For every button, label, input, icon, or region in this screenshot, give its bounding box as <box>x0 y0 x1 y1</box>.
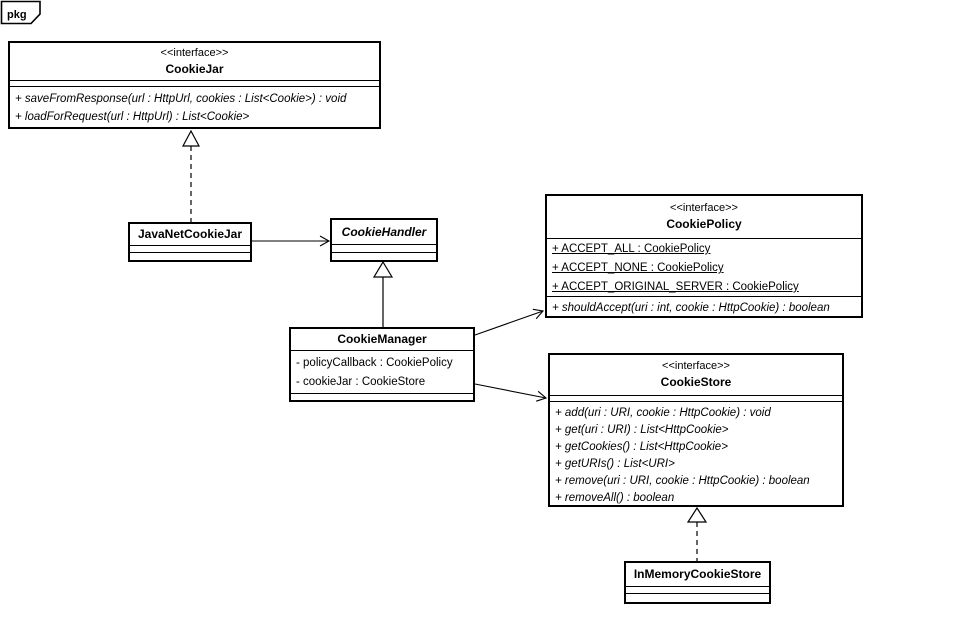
attributes-compartment <box>626 586 769 593</box>
methods-compartment: + saveFromResponse(url : HttpUrl, cookie… <box>10 86 379 126</box>
methods-compartment <box>332 252 436 260</box>
class-name: CookieHandler <box>341 225 427 239</box>
class-box-cookiemanager[interactable]: CookieManager - policyCallback : CookieP… <box>289 327 475 402</box>
attributes-compartment: + ACCEPT_ALL : CookiePolicy + ACCEPT_NON… <box>547 238 861 296</box>
class-box-cookiepolicy[interactable]: <<interface>> CookiePolicy + ACCEPT_ALL … <box>545 194 863 318</box>
method-row: + getCookies() : List<HttpCookie> <box>555 441 728 453</box>
realization-inmemorycookiestore-cookiestore <box>686 506 708 561</box>
class-name: CookiePolicy <box>666 217 742 231</box>
attribute-row: - policyCallback : CookiePolicy <box>296 357 453 369</box>
attribute-row: + ACCEPT_NONE : CookiePolicy <box>552 262 724 274</box>
class-box-inmemorycookiestore[interactable]: InMemoryCookieStore <box>624 561 771 604</box>
methods-compartment <box>291 393 473 394</box>
method-row: + saveFromResponse(url : HttpUrl, cookie… <box>15 93 347 105</box>
method-row: + add(uri : URI, cookie : HttpCookie) : … <box>555 407 771 419</box>
hollow-triangle-icon <box>686 506 708 523</box>
methods-compartment <box>130 252 250 260</box>
attribute-row: + ACCEPT_ORIGINAL_SERVER : CookiePolicy <box>552 281 799 293</box>
stereotype-label: <<interface>> <box>160 47 229 59</box>
method-row: + loadForRequest(url : HttpUrl) : List<C… <box>15 111 250 123</box>
association-cookiemanager-cookiestore <box>474 383 548 402</box>
class-name: CookieStore <box>660 375 732 389</box>
class-box-cookiehandler[interactable]: CookieHandler <box>330 218 438 262</box>
attributes-compartment <box>10 80 379 86</box>
methods-compartment: + shouldAccept(uri : int, cookie : HttpC… <box>547 296 861 319</box>
attributes-compartment <box>550 395 842 401</box>
method-row: + removeAll() : boolean <box>555 492 675 504</box>
attributes-compartment <box>332 244 436 252</box>
package-frame-tab: pkg <box>0 0 41 25</box>
stereotype-label: <<interface>> <box>662 360 730 372</box>
realization-javanetcookiejar-cookiejar <box>182 129 200 222</box>
generalization-cookiemanager-cookiehandler <box>372 260 394 327</box>
association-cookiemanager-cookiepolicy <box>474 308 545 336</box>
class-name: InMemoryCookieStore <box>633 567 762 581</box>
class-box-javanetcookiejar[interactable]: JavaNetCookieJar <box>128 222 252 262</box>
hollow-triangle-icon <box>182 129 200 147</box>
attributes-compartment <box>130 245 250 252</box>
class-name: JavaNetCookieJar <box>137 227 243 241</box>
class-name: CookieManager <box>337 332 427 346</box>
hollow-triangle-icon <box>372 260 394 278</box>
methods-compartment: + add(uri : URI, cookie : HttpCookie) : … <box>550 401 842 507</box>
attributes-compartment: - policyCallback : CookiePolicy - cookie… <box>291 350 473 393</box>
method-row: + getURIs() : List<URI> <box>555 458 675 470</box>
method-row: + get(uri : URI) : List<HttpCookie> <box>555 424 729 436</box>
class-box-cookiejar[interactable]: <<interface>> CookieJar + saveFromRespon… <box>8 41 381 129</box>
package-tab-label: pkg <box>7 9 27 21</box>
attribute-row: + ACCEPT_ALL : CookiePolicy <box>552 243 711 255</box>
attribute-row: - cookieJar : CookieStore <box>296 376 426 388</box>
methods-compartment <box>626 593 769 600</box>
method-row: + shouldAccept(uri : int, cookie : HttpC… <box>552 302 830 314</box>
method-row: + remove(uri : URI, cookie : HttpCookie)… <box>555 475 810 487</box>
class-box-cookiestore[interactable]: <<interface>> CookieStore + add(uri : UR… <box>548 353 844 507</box>
stereotype-label: <<interface>> <box>670 202 738 214</box>
class-name: CookieJar <box>165 62 224 76</box>
